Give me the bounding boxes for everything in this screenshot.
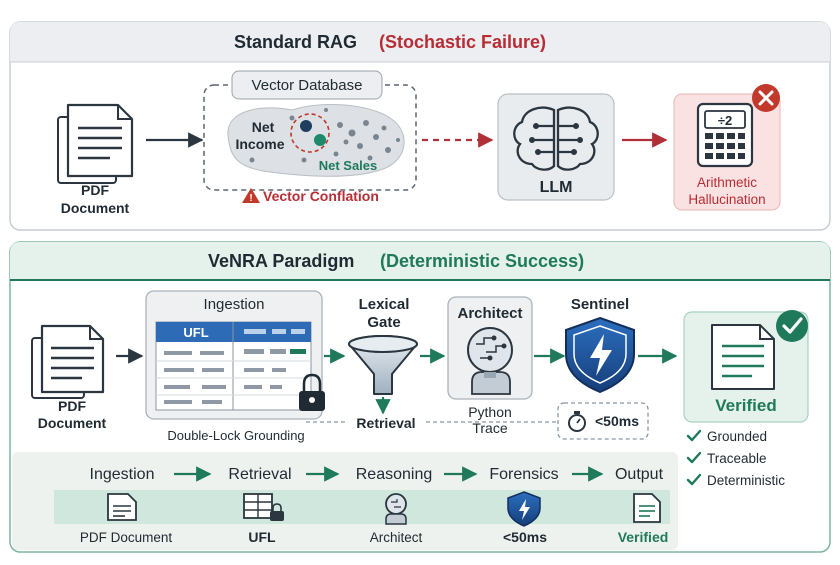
svg-text:Grounded: Grounded (707, 429, 767, 444)
shield-icon (565, 316, 635, 394)
svg-text:Deterministic: Deterministic (707, 473, 785, 488)
pipeline-item-pdf: PDF Document (80, 530, 173, 545)
architect-label: Architect (457, 305, 522, 322)
pipeline-item-verified: Verified (618, 529, 669, 545)
verified-box: Verified (683, 310, 809, 423)
net-income-point (300, 120, 312, 132)
standard-rag-panel: Standard RAG (Stochastic Failure) (9, 21, 831, 231)
bottom-pdf-label-2: Document (38, 415, 107, 431)
venra-subtitle: (Deterministic Success) (380, 251, 584, 271)
pipeline-item-ufl: UFL (248, 529, 276, 545)
net-income-label-2: Income (235, 136, 284, 152)
net-sales-label: Net Sales (319, 158, 378, 173)
checklist-item: Traceable (686, 451, 767, 466)
architect-box: Architect (447, 296, 533, 400)
document-icon (633, 493, 661, 523)
top-pdf-label-2: Document (61, 200, 130, 216)
document-icon (107, 493, 137, 521)
retrieval-label: Retrieval (356, 415, 415, 431)
check-icon (686, 473, 702, 486)
pdf-document-icon (57, 103, 134, 184)
pipeline-strip: Ingestion Retrieval Reasoning Forensics … (12, 452, 678, 550)
ufl-label: UFL (183, 325, 208, 340)
pipeline-stage-forensics: Forensics (489, 466, 558, 483)
arithmetic-label-1: Arithmetic (697, 175, 757, 190)
robot-head-icon (467, 327, 513, 395)
pipeline-stage-output: Output (615, 466, 664, 483)
table-lock-icon (243, 493, 284, 521)
ufl-table: UFL (155, 321, 312, 411)
checklist-item: Deterministic (686, 473, 785, 488)
ingestion-label: Ingestion (204, 296, 265, 313)
timer-label: <50ms (595, 413, 639, 429)
pipeline-stage-reasoning: Reasoning (356, 466, 433, 483)
pipeline-item-architect: Architect (370, 530, 423, 545)
warning-icon: ! (242, 188, 260, 204)
check-icon (686, 451, 702, 464)
double-lock-caption: Double-Lock Grounding (167, 428, 304, 443)
sentinel-label: Sentinel (571, 296, 629, 313)
lexical-gate-label-2: Gate (367, 314, 400, 331)
check-circle-icon (776, 310, 808, 342)
timer-box: <50ms (557, 402, 649, 440)
checklist: Grounded Traceable Deterministic (686, 429, 785, 488)
llm-label: LLM (540, 179, 573, 196)
stopwatch-icon (568, 411, 586, 432)
venra-title: VeNRA Paradigm (208, 251, 354, 271)
svg-text:!: ! (249, 193, 252, 204)
brain-icon (513, 106, 599, 171)
net-sales-point (314, 134, 326, 146)
checklist-item: Grounded (686, 429, 767, 444)
arithmetic-label-2: Hallucination (688, 192, 765, 207)
shield-icon (507, 491, 541, 527)
svg-text:Traceable: Traceable (707, 451, 767, 466)
vector-conflation-label: Vector Conflation (263, 188, 379, 204)
python-trace-label-1: Python (468, 404, 512, 420)
bottom-pdf-label-1: PDF (58, 398, 86, 414)
lock-icon (299, 373, 325, 411)
vector-dots (249, 108, 400, 163)
check-icon (686, 429, 702, 442)
vector-database-label: Vector Database (252, 77, 363, 94)
python-trace-label-2: Trace (472, 420, 507, 436)
funnel-icon (348, 335, 418, 395)
standard-rag-title: Standard RAG (234, 32, 357, 52)
arithmetic-hallucination-box: ÷2 Arithmetic Hallucination (673, 84, 781, 211)
verified-document-icon (711, 324, 775, 390)
net-income-label-1: Net (252, 119, 275, 135)
pipeline-stage-ingestion: Ingestion (90, 466, 155, 483)
vector-database: Vector Database Net Income Net Sales (203, 70, 417, 191)
svg-text:÷2: ÷2 (718, 113, 732, 128)
llm-box: LLM (497, 93, 615, 201)
robot-head-icon (385, 493, 407, 525)
lexical-gate-label-1: Lexical (359, 296, 410, 313)
calculator-icon: ÷2 (696, 102, 754, 168)
verified-label: Verified (715, 396, 776, 415)
error-x-icon (752, 84, 780, 112)
pipeline-stage-retrieval: Retrieval (228, 466, 291, 483)
pipeline-item-timer: <50ms (503, 529, 547, 545)
top-pdf-label-1: PDF (81, 182, 109, 198)
standard-rag-subtitle: (Stochastic Failure) (379, 32, 546, 52)
pdf-document-icon (31, 324, 105, 399)
ingestion-box: Ingestion UFL (145, 290, 325, 420)
